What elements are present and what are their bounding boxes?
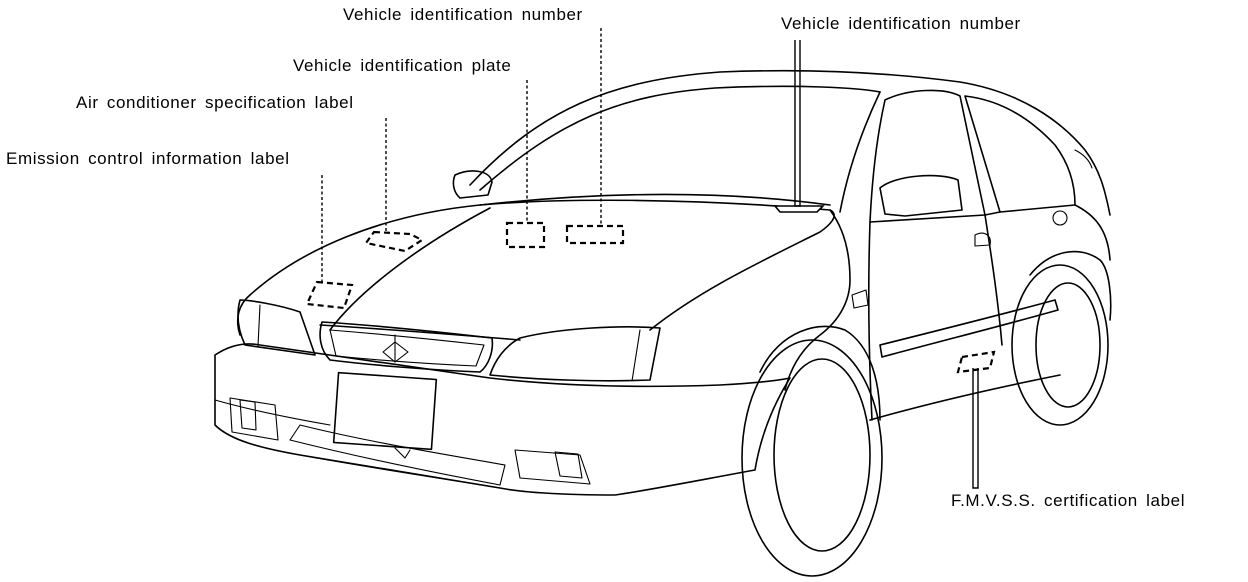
side-marker <box>851 289 869 309</box>
vin-dash-label: Vehicle identification number <box>781 14 1021 33</box>
vin-plate-label: Vehicle identification plate <box>293 56 512 75</box>
hood-center-crease <box>329 207 491 331</box>
rear-quarter <box>1074 204 1111 261</box>
grille <box>319 321 494 373</box>
left-headlight <box>237 299 316 356</box>
vin-dash-leader <box>794 40 801 207</box>
front-door-window <box>869 89 986 223</box>
hood-front-edge <box>319 324 521 341</box>
side-molding <box>879 299 1059 358</box>
rear-wheel-outer <box>1011 264 1109 426</box>
roof-line <box>469 69 1111 216</box>
door-line-mid <box>984 214 1003 346</box>
hood-outline <box>249 199 835 331</box>
right-fender <box>784 209 851 391</box>
fmvss-leader <box>972 368 979 489</box>
front-wheel-arch <box>759 325 881 421</box>
fmvss-label-location <box>956 350 996 374</box>
vin-dash-plate <box>773 205 825 213</box>
b-pillar <box>984 211 1001 216</box>
car-body <box>214 69 1112 577</box>
vin-hood-label: Vehicle identification number <box>343 5 583 24</box>
door-line-front <box>867 221 873 421</box>
ac-spec-label: Air conditioner specification label <box>76 93 354 112</box>
vin-hood-location <box>565 224 625 245</box>
front-bumper <box>214 343 791 496</box>
vin-plate-location <box>505 221 546 249</box>
fmvss-certification-label: F.M.V.S.S. certification label <box>951 491 1186 510</box>
windshield-bottom <box>479 193 831 206</box>
rear-wheel-inner <box>1035 282 1101 408</box>
emission-control-label: Emission control information label <box>6 149 290 168</box>
license-plate <box>332 371 438 451</box>
right-mirror <box>879 174 963 217</box>
rear-door-window <box>964 95 1076 213</box>
left-mirror <box>452 170 493 199</box>
emission-label-location <box>305 280 354 310</box>
fuel-door <box>1052 210 1068 226</box>
front-door-handle <box>974 232 991 247</box>
rocker-panel <box>869 374 1061 421</box>
windshield-top <box>479 85 881 191</box>
right-headlight <box>489 326 661 382</box>
front-wheel-outer <box>741 339 883 577</box>
a-pillar <box>839 91 881 213</box>
front-wheel-inner <box>773 358 871 552</box>
rear-wheel-arch <box>1029 250 1112 321</box>
ac-label-location <box>364 230 425 253</box>
